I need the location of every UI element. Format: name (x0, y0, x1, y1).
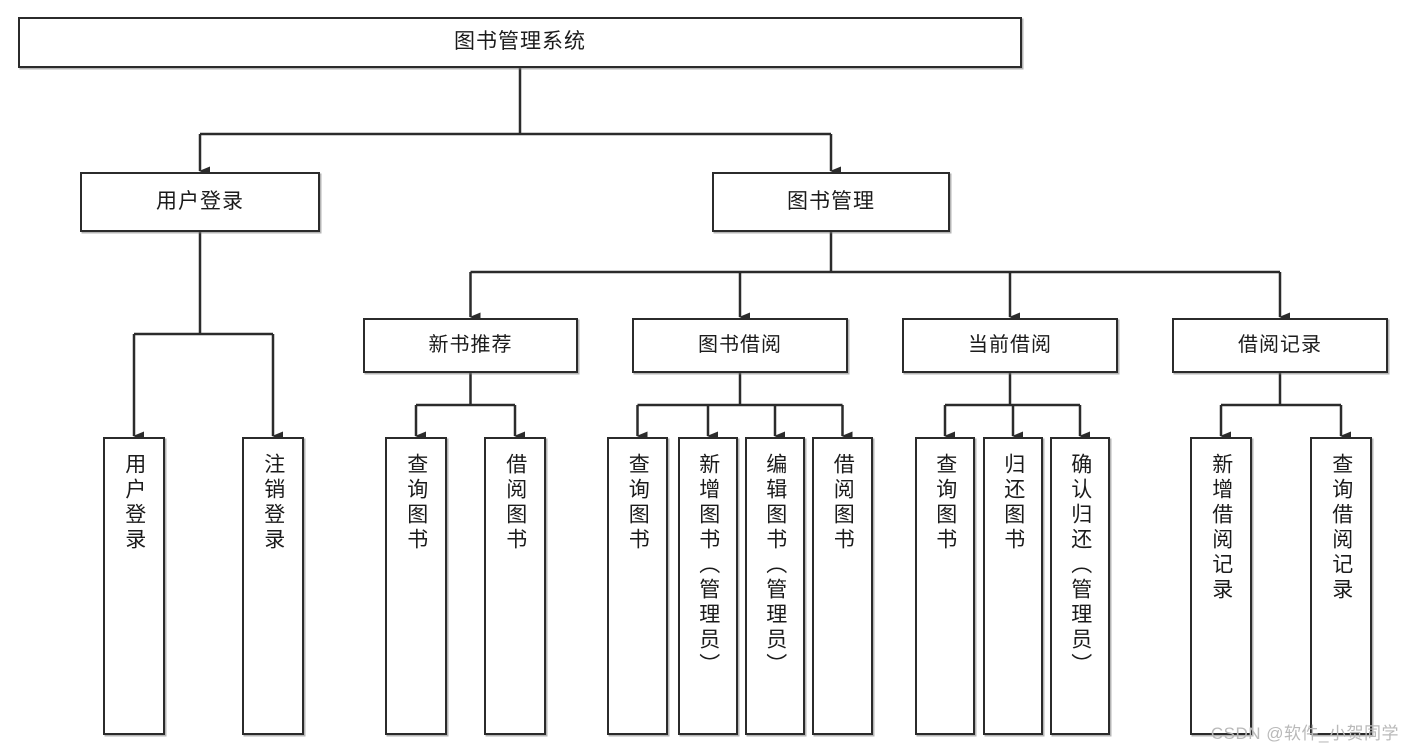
node-leaf-bw-edit[interactable]: 编辑图书（管理员） (745, 437, 805, 735)
node-label: 归还图书 (1001, 453, 1025, 553)
node-leaf-cur-query[interactable]: 查询图书 (915, 437, 975, 735)
node-leaf-cur-confirm[interactable]: 确认归还（管理员） (1050, 437, 1110, 735)
node-label: 新增借阅记录 (1209, 453, 1233, 603)
node-label: 新书推荐 (428, 334, 513, 356)
node-label: 新增图书（管理员） (696, 453, 720, 678)
node-label: 编辑图书（管理员） (763, 453, 787, 678)
node-label: 注销登录 (261, 453, 285, 553)
node-leaf-bw-add[interactable]: 新增图书（管理员） (678, 437, 738, 735)
node-leaf-rec-add[interactable]: 新增借阅记录 (1190, 437, 1252, 735)
node-label: 图书管理系统 (454, 30, 586, 54)
node-label: 查询图书 (933, 453, 957, 553)
node-label: 查询图书 (626, 453, 650, 553)
node-label: 借阅图书 (831, 453, 855, 553)
node-leaf-bw-query[interactable]: 查询图书 (607, 437, 668, 735)
node-label: 查询借阅记录 (1329, 453, 1353, 603)
node-leaf-user-login[interactable]: 用户登录 (103, 437, 165, 735)
node-label: 查询图书 (404, 453, 428, 553)
node-label: 用户登录 (156, 189, 244, 213)
node-leaf-cur-return[interactable]: 归还图书 (983, 437, 1043, 735)
node-label: 图书借阅 (698, 334, 782, 356)
node-label: 借阅记录 (1238, 334, 1322, 356)
node-current[interactable]: 当前借阅 (902, 318, 1118, 373)
connector-layer (132, 68, 1351, 441)
node-bookmgmt[interactable]: 图书管理 (712, 172, 950, 232)
node-newbook[interactable]: 新书推荐 (363, 318, 578, 373)
watermark: CSDN @软件_小贺同学 (1210, 724, 1399, 743)
node-leaf-user-logout[interactable]: 注销登录 (242, 437, 304, 735)
node-root[interactable]: 图书管理系统 (18, 17, 1022, 68)
node-records[interactable]: 借阅记录 (1172, 318, 1388, 373)
node-label: 借阅图书 (503, 453, 527, 553)
node-label: 确认归还（管理员） (1068, 453, 1092, 678)
node-label: 图书管理 (787, 189, 875, 213)
node-leaf-rec-query[interactable]: 查询借阅记录 (1310, 437, 1372, 735)
node-label: 当前借阅 (968, 334, 1052, 356)
node-borrow[interactable]: 图书借阅 (632, 318, 848, 373)
node-login[interactable]: 用户登录 (80, 172, 320, 232)
node-label: 用户登录 (122, 453, 146, 553)
node-leaf-bw-borrow[interactable]: 借阅图书 (812, 437, 873, 735)
node-leaf-nb-borrow[interactable]: 借阅图书 (484, 437, 546, 735)
node-leaf-nb-query[interactable]: 查询图书 (385, 437, 447, 735)
